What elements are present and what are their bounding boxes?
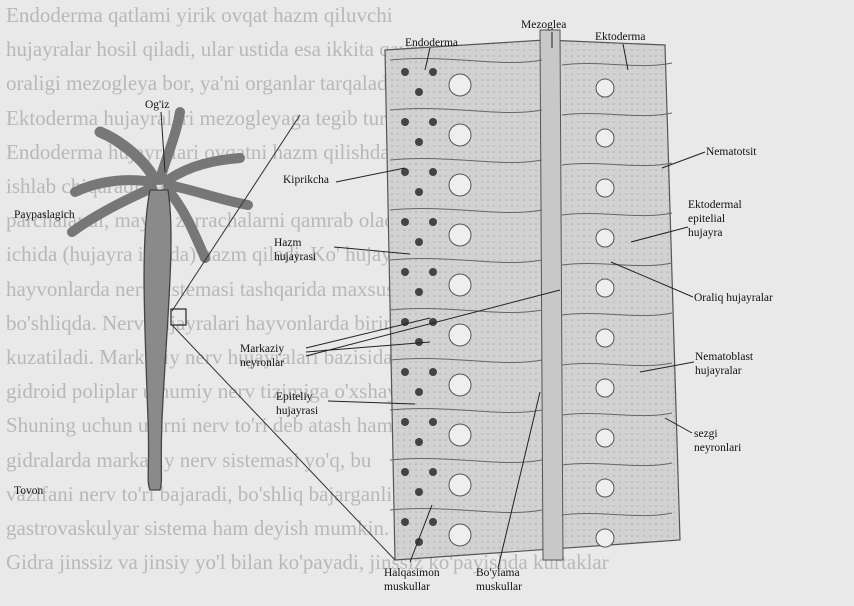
label-paypaslagich: Paypaslagich <box>14 209 75 221</box>
label-mezoglea: Mezoglea <box>521 19 566 31</box>
label-sezgi-2: neyronlari <box>694 442 741 454</box>
label-halqasimon-2: muskullar <box>384 581 430 593</box>
label-epiteliy-2: hujayrasi <box>276 405 318 417</box>
nucleus <box>449 374 471 396</box>
nucleus <box>596 479 614 497</box>
granule <box>429 118 437 126</box>
nucleus <box>596 129 614 147</box>
nucleus <box>596 329 614 347</box>
label-markaziy-2: neyronlar <box>240 357 284 369</box>
granule <box>401 518 409 526</box>
nucleus <box>596 529 614 547</box>
granule <box>401 468 409 476</box>
label-nematotsit: Nematotsit <box>706 146 757 158</box>
label-markaziy-1: Markaziy <box>240 343 284 355</box>
granule <box>415 238 423 246</box>
label-nematoblast-1: Nematoblast <box>695 351 754 363</box>
granule <box>415 338 423 346</box>
granule <box>401 118 409 126</box>
label-oraliq: Oraliq hujayralar <box>694 292 773 304</box>
granule <box>429 68 437 76</box>
nucleus <box>449 424 471 446</box>
granule <box>415 88 423 96</box>
nucleus <box>449 174 471 196</box>
granule <box>401 218 409 226</box>
granule <box>429 418 437 426</box>
granule <box>401 418 409 426</box>
granule <box>401 68 409 76</box>
nucleus <box>449 474 471 496</box>
label-nematoblast-2: hujayralar <box>695 365 742 377</box>
label-ogiz: Og'iz <box>145 99 169 111</box>
hydra-body <box>72 112 248 490</box>
granule <box>415 388 423 396</box>
label-hazm-2: hujayrasi <box>274 251 316 263</box>
granule <box>429 168 437 176</box>
nucleus <box>449 324 471 346</box>
label-kiprikcha: Kiprikcha <box>283 174 329 186</box>
granule <box>429 468 437 476</box>
granule <box>401 368 409 376</box>
nucleus <box>596 279 614 297</box>
granule <box>401 268 409 276</box>
nucleus <box>449 524 471 546</box>
label-hazm-1: Hazm <box>274 237 302 249</box>
nucleus <box>596 429 614 447</box>
granule <box>415 488 423 496</box>
granule <box>429 368 437 376</box>
nucleus <box>596 179 614 197</box>
nucleus <box>596 229 614 247</box>
label-ektodermal-3: hujayra <box>688 227 722 239</box>
nucleus <box>449 274 471 296</box>
nucleus <box>449 224 471 246</box>
label-boylama-2: muskullar <box>476 581 522 593</box>
nucleus <box>449 124 471 146</box>
label-sezgi-1: sezgi <box>694 428 718 440</box>
nucleus <box>596 79 614 97</box>
label-ektodermal-1: Ektodermal <box>688 199 742 211</box>
granule <box>415 188 423 196</box>
granule <box>415 438 423 446</box>
nucleus <box>449 74 471 96</box>
granule <box>401 168 409 176</box>
label-tovon: Tovon <box>14 485 43 497</box>
label-epiteliy-1: Epiteliy <box>276 391 313 403</box>
granule <box>429 218 437 226</box>
nucleus <box>596 379 614 397</box>
tissue-section <box>385 30 680 560</box>
label-halqasimon-1: Halqasimon <box>384 567 440 579</box>
granule <box>415 288 423 296</box>
label-endoderma: Endoderma <box>405 37 458 49</box>
label-ektoderma: Ektoderma <box>595 31 645 43</box>
granule <box>415 138 423 146</box>
granule <box>429 268 437 276</box>
granule <box>429 518 437 526</box>
label-boylama-1: Bo'ylama <box>476 567 520 579</box>
label-ektodermal-2: epitelial <box>688 213 725 225</box>
